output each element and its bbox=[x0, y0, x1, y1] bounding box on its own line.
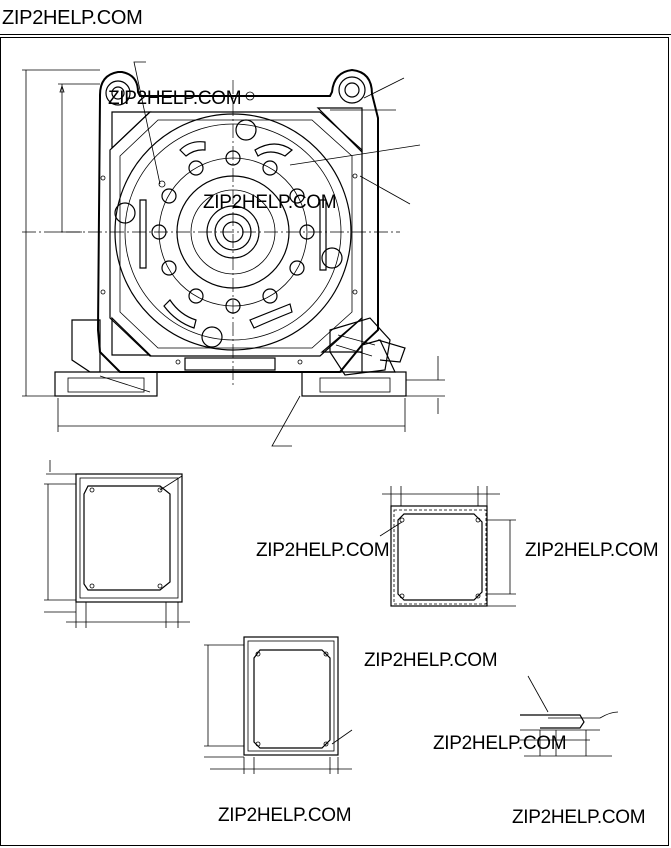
watermark-2: ZIP2HELP.COM bbox=[203, 192, 337, 213]
watermark-6: ZIP2HELP.COM bbox=[433, 733, 567, 754]
slot-4 bbox=[139, 199, 147, 269]
pocket-tr bbox=[316, 107, 363, 154]
lifting-eye-left bbox=[105, 80, 131, 106]
slot-2 bbox=[179, 141, 206, 157]
watermark-4: ZIP2HELP.COM bbox=[525, 540, 659, 561]
slot-5 bbox=[249, 303, 293, 329]
large-hole-left bbox=[114, 202, 136, 224]
front-view bbox=[22, 68, 407, 397]
leg-right bbox=[361, 339, 396, 373]
pocket-br bbox=[320, 316, 363, 353]
watermark-8: ZIP2HELP.COM bbox=[512, 807, 646, 828]
terminal-box bbox=[329, 317, 391, 376]
large-hole-bottom bbox=[201, 326, 223, 348]
drawing-frame bbox=[0, 37, 669, 846]
foot-right bbox=[301, 371, 407, 397]
front-view-dimensions bbox=[22, 61, 445, 447]
large-hole-right bbox=[321, 247, 343, 269]
lifting-eye-right bbox=[338, 76, 366, 104]
detail-view-3 bbox=[204, 636, 353, 774]
base-plate bbox=[184, 357, 276, 371]
lifting-eye-right-inner bbox=[344, 82, 360, 98]
pocket-tl bbox=[111, 111, 152, 150]
watermark-1: ZIP2HELP.COM bbox=[108, 88, 242, 109]
watermark-5: ZIP2HELP.COM bbox=[364, 650, 498, 671]
inner-octagon-2 bbox=[119, 119, 353, 349]
foot-left bbox=[54, 371, 158, 397]
leg-left bbox=[71, 319, 101, 373]
lifting-eye-left-inner bbox=[111, 86, 125, 100]
detail-view-4 bbox=[520, 675, 619, 757]
large-hole-top bbox=[235, 119, 257, 141]
pocket-bl bbox=[111, 316, 152, 356]
watermark-3: ZIP2HELP.COM bbox=[256, 540, 390, 561]
slot-3 bbox=[319, 199, 327, 271]
inner-octagon bbox=[109, 111, 363, 357]
detail-view-2 bbox=[379, 486, 516, 607]
detail-view-1 bbox=[44, 460, 190, 628]
header-divider bbox=[0, 34, 671, 35]
watermark-7: ZIP2HELP.COM bbox=[218, 805, 352, 826]
slot-1 bbox=[254, 143, 293, 157]
header-site-label: ZIP2HELP.COM bbox=[2, 7, 143, 29]
slot-6 bbox=[163, 299, 197, 329]
